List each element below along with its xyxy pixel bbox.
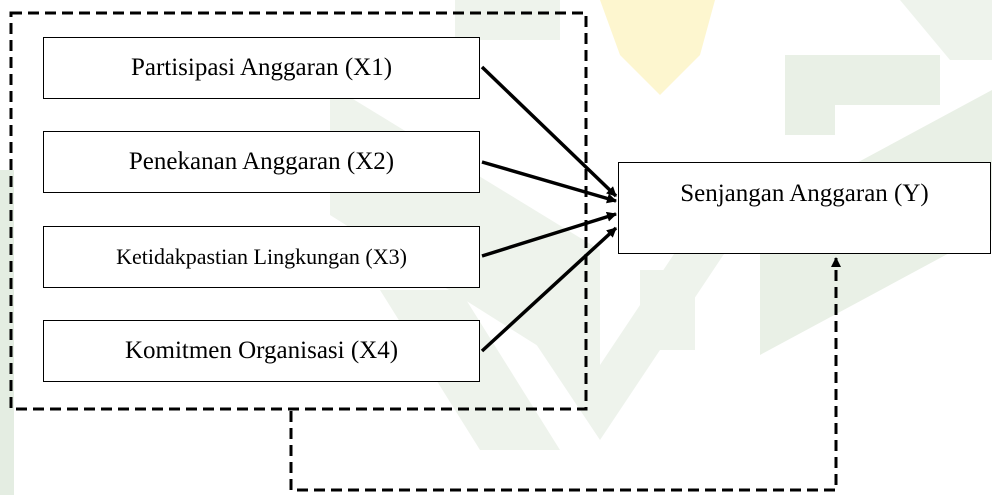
arrow-x4-to-y — [480, 226, 618, 353]
variable-label: Ketidakpastian Lingkungan (X3) — [116, 244, 407, 269]
arrow-x3-to-y — [481, 211, 617, 258]
dashed-arrow-group-to-y — [289, 257, 841, 492]
variable-box-y: Senjangan Anggaran (Y) — [618, 162, 991, 254]
variable-box-x2: Penekanan Anggaran (X2) — [43, 131, 480, 193]
variable-box-x4: Komitmen Organisasi (X4) — [43, 320, 480, 382]
variable-label: Senjangan Anggaran (Y) — [680, 180, 929, 207]
variable-label: Komitmen Organisasi (X4) — [124, 337, 399, 364]
independent-variables-group-frame — [9, 11, 588, 411]
arrow-x1-to-y — [480, 65, 618, 198]
variable-label: Partisipasi Anggaran (X1) — [130, 54, 393, 81]
variable-box-x3: Ketidakpastian Lingkungan (X3) — [43, 226, 480, 288]
variable-label: Penekanan Anggaran (X2) — [128, 148, 395, 175]
variable-box-x1: Partisipasi Anggaran (X1) — [43, 37, 480, 99]
arrow-x2-to-y — [481, 160, 617, 204]
